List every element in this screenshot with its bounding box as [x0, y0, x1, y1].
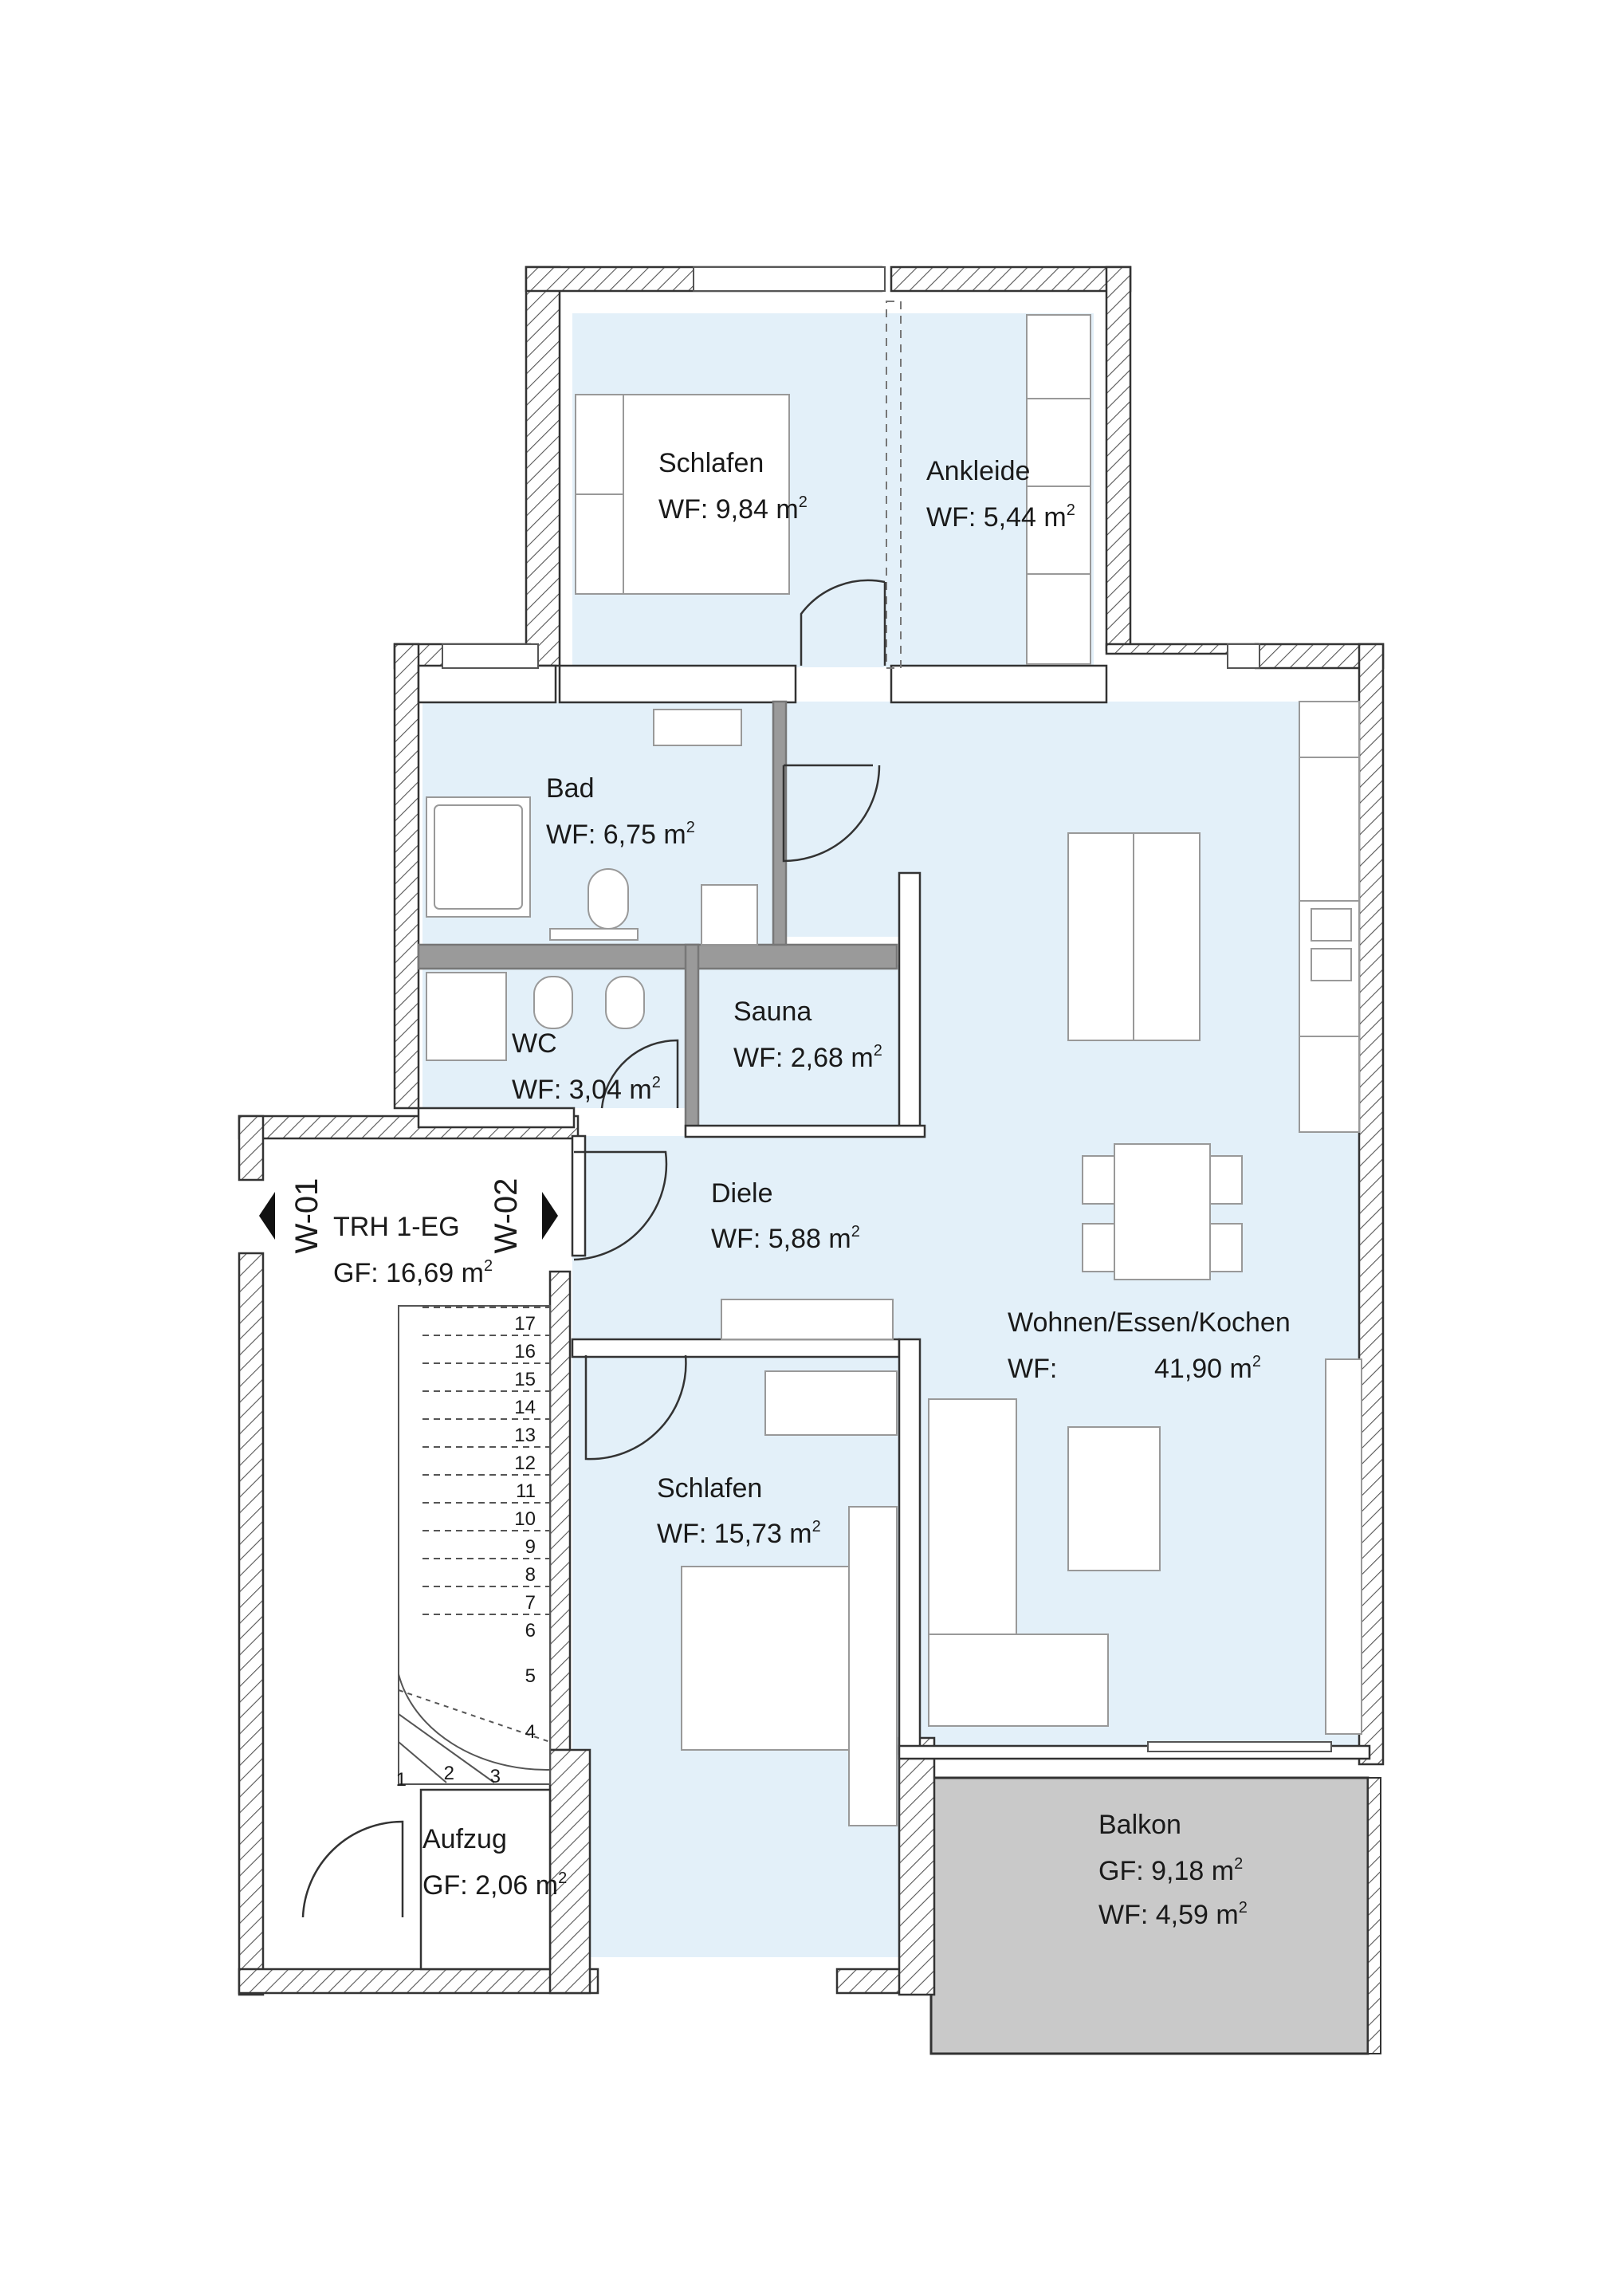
- room-area-wohnen: 41,90 m2: [1154, 1353, 1261, 1384]
- stair-step-number: 17: [514, 1313, 536, 1335]
- room-name-schlafen-2: Schlafen: [657, 1473, 762, 1504]
- stair-step-number: 14: [514, 1397, 536, 1418]
- room-area-trh: GF: 16,69 m2: [333, 1257, 493, 1288]
- stair-step-number: 13: [514, 1425, 536, 1446]
- furniture: [426, 314, 1362, 1826]
- windows: [442, 266, 1332, 1752]
- stair-step-number: 4: [525, 1721, 536, 1743]
- room-name-trh: TRH 1-EG: [333, 1212, 460, 1242]
- room-area-ankleide: WF: 5,44 m2: [926, 501, 1075, 533]
- room-area-balkon-gf: GF: 9,18 m2: [1098, 1855, 1243, 1886]
- room-area-aufzug: GF: 2,06 m2: [422, 1869, 567, 1901]
- door-bad: [782, 765, 881, 863]
- room-name-sauna: Sauna: [733, 997, 812, 1027]
- room-area-schlafen-2: WF: 15,73 m2: [657, 1518, 821, 1549]
- room-fill-sauna: [698, 965, 901, 1136]
- dining-table: [1114, 1143, 1211, 1280]
- room-area-prefix-wohnen: WF:: [1008, 1354, 1057, 1384]
- door-aufzug: [301, 1820, 404, 1918]
- bed-2: [681, 1566, 850, 1751]
- door-wc: [600, 1039, 679, 1109]
- stair-step-number: 12: [514, 1453, 536, 1474]
- room-name-diele: Diele: [711, 1178, 772, 1209]
- room-area-bad: WF: 6,75 m2: [546, 819, 695, 850]
- room-name-aufzug: Aufzug: [422, 1824, 507, 1854]
- room-area-diele: WF: 5,88 m2: [711, 1223, 860, 1254]
- marker-w02: W-02: [489, 1178, 558, 1254]
- room-labels: Schlafen WF: 9,84 m2 Ankleide WF: 5,44 m…: [333, 448, 1291, 1930]
- room-name-wc: WC: [512, 1028, 557, 1059]
- room-area-sauna: WF: 2,68 m2: [733, 1042, 882, 1073]
- sink-bad: [653, 709, 742, 746]
- room-name-balkon: Balkon: [1098, 1810, 1181, 1840]
- interior-walls: [417, 301, 1371, 1760]
- doors: [301, 579, 886, 1918]
- door-schlafen-1: [800, 579, 886, 666]
- wardrobe: [764, 1370, 898, 1436]
- stair-step-number: 10: [514, 1508, 536, 1530]
- balkon-area: [929, 1776, 1381, 2055]
- cabinet-diele: [721, 1299, 894, 1340]
- stair-step-number: 6: [525, 1620, 536, 1641]
- marker-w02-label: W-02: [489, 1178, 524, 1254]
- stair-step-number: 7: [525, 1592, 536, 1614]
- door-schlafen-2: [584, 1354, 687, 1461]
- room-area-balkon-wf: WF: 4,59 m2: [1098, 1899, 1248, 1930]
- marker-w01: W-01: [259, 1178, 324, 1254]
- stair-step-number: 1: [396, 1769, 407, 1791]
- room-area-wc: WF: 3,04 m2: [512, 1074, 661, 1105]
- room-name-bad: Bad: [546, 773, 595, 804]
- marker-w01-label: W-01: [289, 1178, 324, 1254]
- room-name-ankleide: Ankleide: [926, 456, 1030, 486]
- staircase: [398, 1305, 552, 1971]
- stair-step-number: 11: [516, 1480, 536, 1502]
- room-area-schlafen-1: WF: 9,84 m2: [658, 493, 808, 525]
- tv-board: [1325, 1358, 1362, 1735]
- shelf-ankleide: [1026, 314, 1091, 665]
- stair-step-number: 5: [525, 1665, 536, 1687]
- stair-step-number: 9: [525, 1536, 536, 1558]
- stair-step-number: 3: [490, 1766, 501, 1787]
- toilet-wc: [533, 976, 573, 1029]
- shower-wc: [426, 972, 507, 1061]
- stair-step-number: 2: [444, 1763, 454, 1784]
- stair-step-number: 16: [514, 1341, 536, 1362]
- coffee-table: [1067, 1426, 1161, 1571]
- room-name-schlafen-1: Schlafen: [658, 448, 764, 478]
- stair-step-number: 15: [514, 1369, 536, 1390]
- door-diele: [573, 1150, 668, 1261]
- toilet-bad: [588, 868, 629, 930]
- stair-step-number: 8: [525, 1564, 536, 1586]
- room-name-wohnen: Wohnen/Essen/Kochen: [1008, 1307, 1291, 1338]
